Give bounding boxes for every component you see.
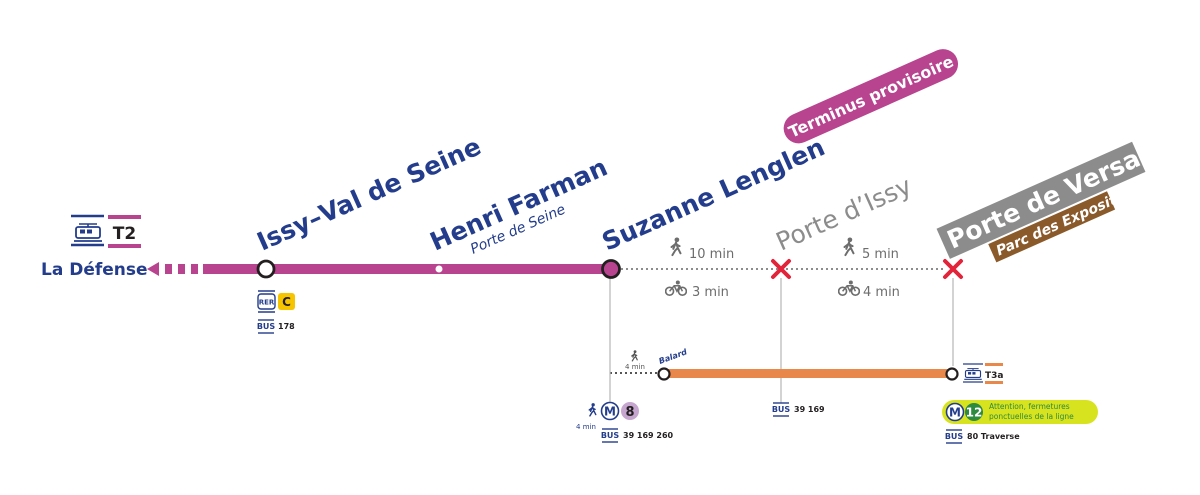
bike-icon bbox=[838, 280, 860, 297]
porte-d-issy-closed-icon bbox=[771, 259, 791, 279]
metro-icon bbox=[945, 402, 965, 422]
terminus-label: Terminus provisoire bbox=[786, 52, 957, 142]
bus-lines-porte-issy: 39 169 bbox=[794, 405, 825, 414]
rer-c-badge bbox=[278, 293, 295, 310]
svg-text:M: M bbox=[949, 406, 961, 420]
metro-line-12-badge bbox=[965, 403, 983, 421]
svg-text:8: 8 bbox=[625, 405, 634, 420]
walk-time-seg1: 10 min bbox=[689, 247, 734, 262]
bus-icon: BUS bbox=[945, 432, 964, 441]
porte-issy-connections: BUS 39 169 bbox=[772, 402, 825, 417]
tram-icon bbox=[73, 223, 103, 242]
bike-time-seg2: 4 min bbox=[863, 285, 900, 300]
tram-icon bbox=[963, 368, 983, 380]
rer-icon bbox=[257, 293, 276, 310]
service-notice bbox=[942, 400, 1098, 424]
bus-lines-issy: 178 bbox=[278, 322, 295, 331]
station-name-porte-de-versailles: Porte de Versailles bbox=[943, 120, 1197, 255]
station-name-porte-d-issy: Porte d’Issy bbox=[772, 171, 916, 257]
svg-text:M: M bbox=[604, 405, 616, 419]
notice-line-1: Attention, fermetures bbox=[989, 402, 1070, 411]
direction-arrow-icon bbox=[147, 262, 159, 276]
suzanne-connections: 4 min M 8 BUS 39 169 260 bbox=[576, 401, 674, 443]
walk-icon bbox=[843, 237, 855, 257]
notice-line-2: ponctuelles de la ligne bbox=[989, 412, 1074, 421]
porte-de-versailles-label: Porte de Versailles Parc des Expositions bbox=[936, 120, 1197, 263]
bike-time-seg1: 3 min bbox=[692, 285, 729, 300]
porte-de-versailles-closed-icon bbox=[943, 259, 963, 279]
bus-icon: BUS bbox=[601, 431, 620, 440]
line-badge-t2: T2 bbox=[113, 224, 136, 244]
bike-icon bbox=[665, 280, 687, 297]
metro-walk-time: 4 min bbox=[576, 423, 596, 431]
metro-icon bbox=[600, 401, 620, 421]
suzanne-lenglen-stop[interactable] bbox=[601, 259, 621, 279]
balard-label: Balard bbox=[658, 347, 689, 366]
tram-legend: T2 bbox=[71, 214, 141, 248]
henri-farman-stop[interactable] bbox=[435, 265, 443, 273]
svg-text:C: C bbox=[282, 295, 291, 309]
t2-line bbox=[147, 262, 610, 276]
walk-icon bbox=[631, 350, 638, 362]
destination-label: La Défense bbox=[41, 260, 148, 280]
walk-icon bbox=[588, 402, 597, 417]
metro-line-8-badge bbox=[621, 402, 639, 420]
issy-connections: RER C BUS 178 bbox=[257, 290, 295, 334]
walk-icon bbox=[670, 237, 682, 257]
t3a-line bbox=[664, 369, 952, 378]
bus-icon: BUS bbox=[257, 322, 276, 331]
svg-text:RER: RER bbox=[259, 299, 275, 307]
issy-val-de-seine-stop[interactable] bbox=[256, 259, 276, 279]
balard-stop[interactable] bbox=[657, 367, 671, 381]
bus-icon: BUS bbox=[772, 405, 791, 414]
svg-text:12: 12 bbox=[966, 406, 983, 420]
bus-lines-porte-versailles: 80 Traverse bbox=[967, 432, 1020, 441]
bus-lines-suzanne: 39 169 260 bbox=[623, 431, 674, 440]
porte-versailles-connections: T3a M 12 Attention, fermetures ponctuell… bbox=[942, 363, 1098, 444]
balard-walk-time: 4 min bbox=[625, 363, 645, 371]
walk-time-seg2: 5 min bbox=[862, 247, 899, 262]
terminus-provisoire-badge: Terminus provisoire bbox=[783, 49, 959, 144]
t3a-badge: T3a bbox=[985, 371, 1003, 381]
t2-color-bar bbox=[108, 215, 141, 219]
porte-versailles-t3a-stop[interactable] bbox=[945, 367, 959, 381]
